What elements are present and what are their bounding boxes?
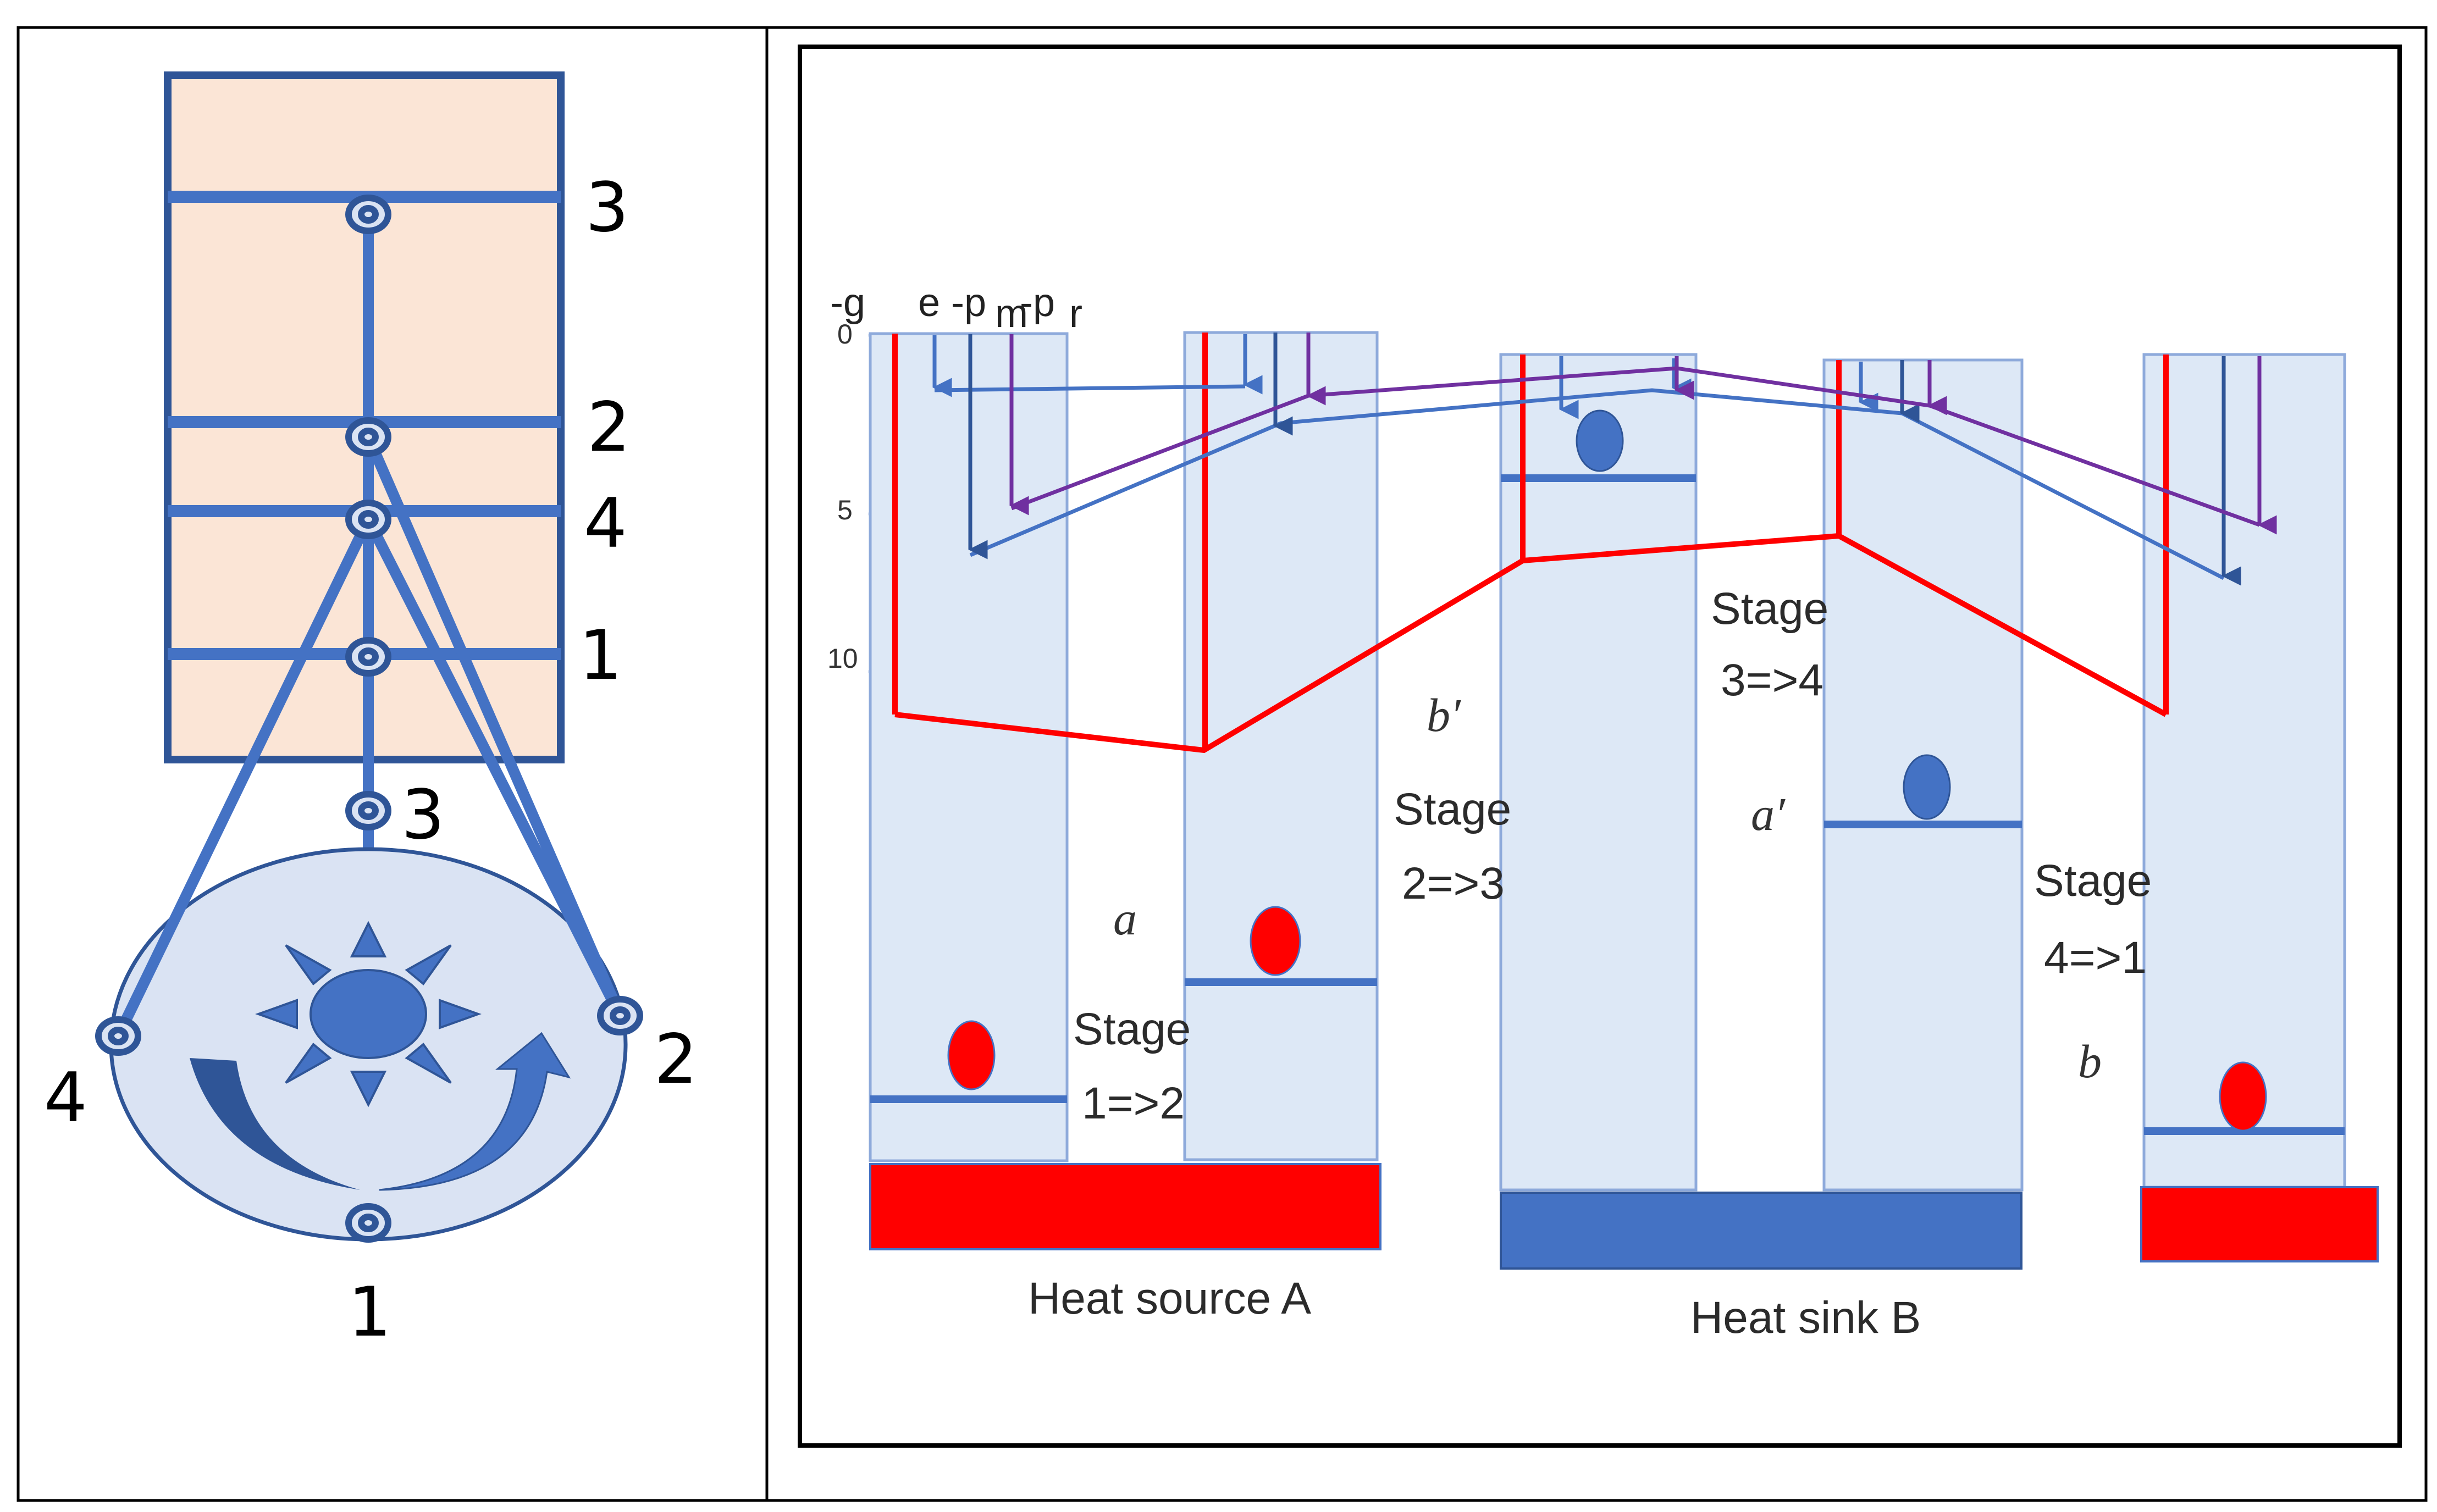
wheel-label-3: 3 xyxy=(401,776,445,855)
header-m: m xyxy=(995,292,1028,336)
heat-source-label: Heat source A xyxy=(1028,1273,1311,1323)
hot-ball-5 xyxy=(2219,1061,2267,1132)
right-panel: -g e -p m -p r 0 5 10 xyxy=(798,45,2402,1448)
node-frame-2 xyxy=(345,417,391,457)
node-wheel-2 xyxy=(597,996,643,1035)
cold-ball-4 xyxy=(1903,754,1951,820)
stage-1-2-line2: 1=>2 xyxy=(1082,1078,1185,1128)
stage-1-2-letter: a xyxy=(1113,892,1137,945)
rotation-arrow-right-icon xyxy=(379,1032,571,1191)
stage-2-3-line1: Stage xyxy=(1394,784,1511,834)
frame-label-3: 3 xyxy=(585,168,629,247)
stage-3-4-letter: a′ xyxy=(1751,788,1786,840)
cold-ball-3 xyxy=(1576,409,1624,472)
hot-ball-1 xyxy=(947,1020,996,1090)
hot-ball-2 xyxy=(1250,906,1301,976)
blue-top-link xyxy=(934,384,1246,392)
stage-3-4-line1: Stage xyxy=(1711,584,1828,634)
wheel-label-4: 4 xyxy=(44,1059,87,1138)
strut-2 xyxy=(363,431,626,1021)
wheel-label-1: 1 xyxy=(348,1273,391,1352)
heat-source-bar-right xyxy=(2140,1186,2379,1262)
node-frame-4 xyxy=(345,500,391,539)
sun-icon xyxy=(255,921,482,1107)
header-g: -g xyxy=(830,281,865,325)
frame-label-4: 4 xyxy=(584,484,627,563)
wheel-label-2: 2 xyxy=(654,1020,698,1099)
stage-4-1-line1: Stage xyxy=(2034,856,2152,906)
pivot-nodes xyxy=(95,195,643,1243)
node-frame-3 xyxy=(345,195,391,234)
header-e: e -p xyxy=(918,281,986,325)
header-dash: -p xyxy=(1020,281,1055,325)
heat-sink-label: Heat sink B xyxy=(1690,1293,1921,1343)
rotation-arrow-left-icon xyxy=(190,1058,360,1190)
heat-sink-bar xyxy=(1500,1192,2022,1270)
tank-3 xyxy=(1499,353,1698,1192)
header-r: r xyxy=(1069,292,1082,336)
node-frame-1 xyxy=(345,637,391,677)
tank-2 xyxy=(1183,331,1379,1161)
blue-path xyxy=(969,388,2225,580)
node-wheel-4 xyxy=(95,1016,141,1056)
node-wheel-3 xyxy=(345,791,391,830)
tick-10: 10 xyxy=(827,643,858,674)
strut-2b xyxy=(363,514,626,1021)
frame-label-2: 2 xyxy=(587,388,631,467)
stage-2-3-line2: 2=>3 xyxy=(1402,859,1505,909)
stage-4-1-line2: 4=>1 xyxy=(2044,933,2147,983)
tick-0: 0 xyxy=(837,319,853,350)
frame-label-1: 1 xyxy=(579,616,622,695)
stage-1-2-line1: Stage xyxy=(1073,1004,1191,1054)
stage-3-4-line2: 3=>4 xyxy=(1721,655,1823,705)
left-panel: 3 2 4 1 3 2 4 1 xyxy=(44,71,698,1352)
outer-frame xyxy=(16,26,2428,1502)
tick-5: 5 xyxy=(837,495,853,525)
node-wheel-1 xyxy=(345,1203,391,1243)
stage-4-1-letter: b xyxy=(2078,1035,2102,1088)
heat-source-bar xyxy=(869,1163,1381,1250)
strut-4 xyxy=(113,514,374,1042)
stage-2-3-letter: b′ xyxy=(1427,689,1461,741)
